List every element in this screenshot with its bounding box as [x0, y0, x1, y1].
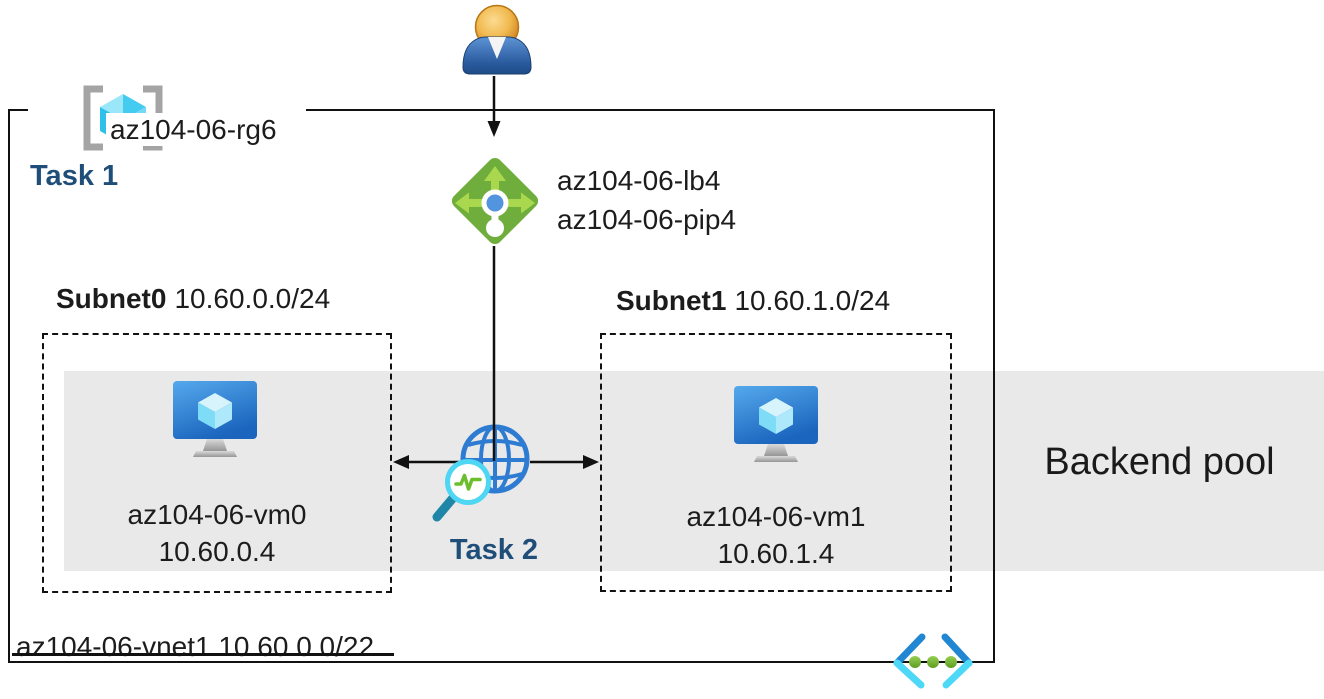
load-balancer-name: az104-06-lb4 [557, 165, 721, 196]
subnet1-box [600, 333, 952, 592]
backend-pool-label: Backend pool [1044, 441, 1275, 483]
vnet-icon [893, 633, 973, 689]
magnifier [432, 459, 491, 522]
vm1-ip: 10.60.1.4 [717, 538, 835, 569]
resource-group-label: az104-06-rg6 [106, 113, 281, 146]
subnet0-cidr: 10.60.0.0/24 [174, 283, 331, 314]
vm0-label: az104-06-vm0 10.60.0.4 [42, 496, 392, 570]
user-icon [462, 4, 532, 75]
vm0-ip: 10.60.0.4 [158, 536, 276, 567]
vm1-label: az104-06-vm1 10.60.1.4 [600, 498, 952, 572]
task1-label: Task 1 [30, 160, 119, 192]
task2-label: Task 2 [449, 534, 539, 566]
load-balancer-icon [451, 157, 539, 245]
vm-icon [173, 381, 257, 457]
vnet-border-strike-line [12, 653, 394, 656]
public-ip-name: az104-06-pip4 [557, 204, 737, 235]
subnet0-name: Subnet0 [56, 283, 167, 314]
subnet0-box [42, 333, 392, 593]
backend-pool-band [64, 371, 1324, 571]
vm1-name: az104-06-vm1 [686, 501, 866, 532]
resource-group-box [8, 109, 995, 663]
subnet1-name: Subnet1 [616, 285, 727, 316]
globe-probe-icon [432, 246, 530, 522]
vnet-label: az104-06-vnet1 10.60.0.0/22 [16, 631, 375, 662]
vm-icon [734, 386, 818, 462]
subnet1-cidr: 10.60.1.0/24 [734, 285, 891, 316]
vm0-name: az104-06-vm0 [127, 499, 307, 530]
